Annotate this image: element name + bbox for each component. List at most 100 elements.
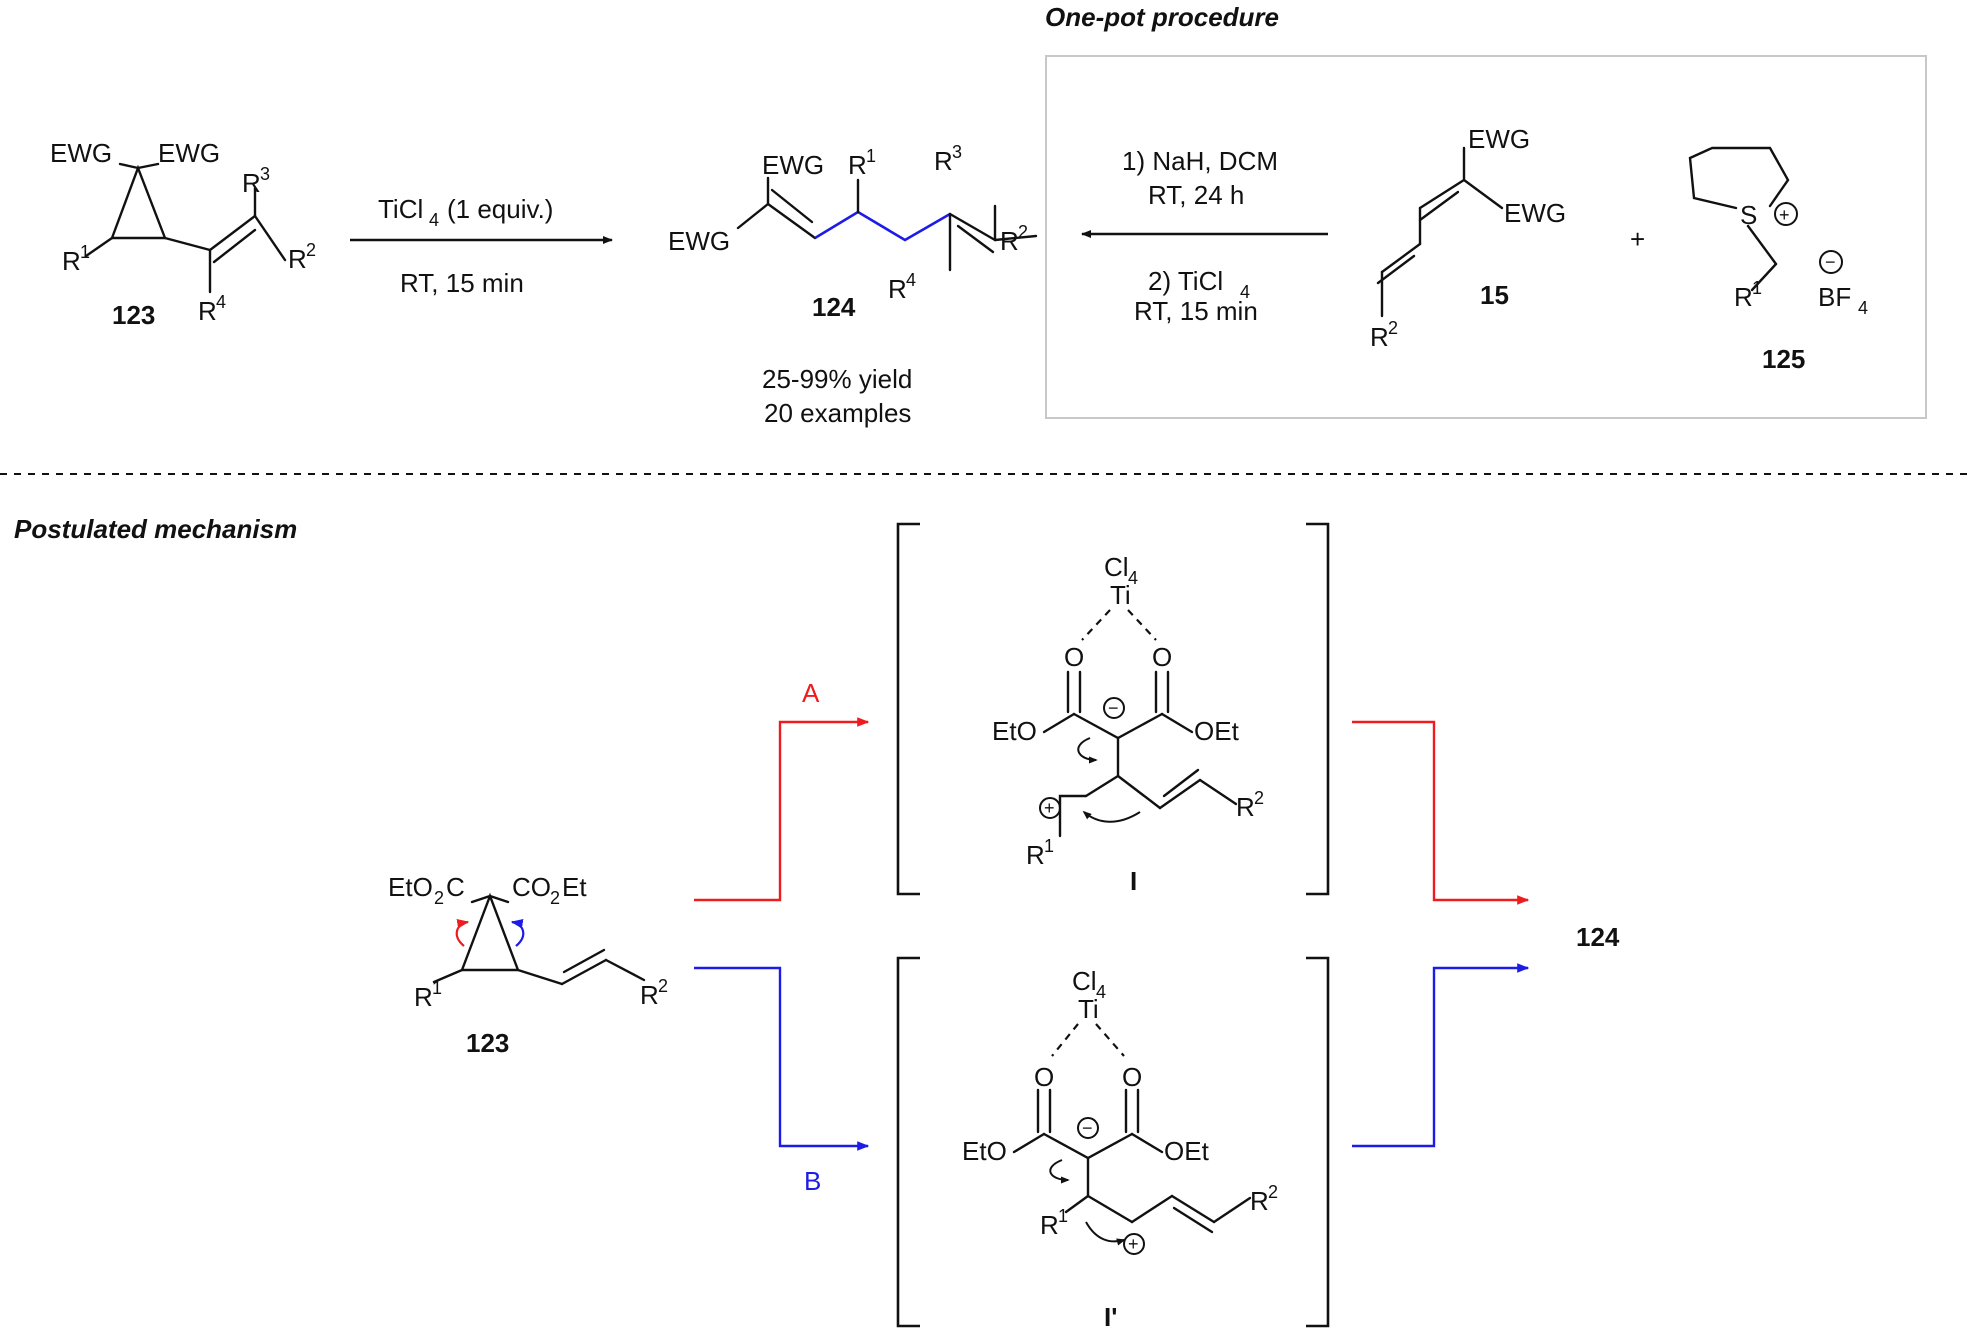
svg-text:1: 1 [1044,836,1054,856]
svg-text:EWG: EWG [762,150,824,180]
label-123-mechanism: 123 [466,1028,509,1058]
plus-sign: + [1630,224,1645,254]
svg-text:O: O [1152,642,1172,672]
svg-text:R: R [1000,226,1019,256]
svg-text:−: − [1082,1118,1093,1138]
svg-text:4: 4 [1240,282,1250,302]
svg-text:R: R [1734,282,1753,312]
svg-text:2: 2 [306,240,316,260]
path-b-in [694,966,870,1151]
svg-text:2: 2 [1268,1182,1278,1202]
svg-text:R: R [198,296,217,326]
svg-text:OEt: OEt [1164,1136,1210,1166]
svg-text:O: O [1122,1062,1142,1092]
path-b-label: B [804,1166,821,1196]
svg-text:1: 1 [866,146,876,166]
svg-text:4: 4 [216,292,226,312]
label-I: I [1130,866,1137,896]
path-a-out [1352,720,1530,905]
svg-text:3: 3 [260,164,270,184]
svg-text:RT, 24 h: RT, 24 h [1148,180,1244,210]
svg-text:2: 2 [1388,318,1398,338]
svg-text:4: 4 [429,210,439,230]
svg-text:EWG: EWG [668,226,730,256]
svg-text:+: + [1044,798,1055,818]
svg-text:OEt: OEt [1194,716,1240,746]
one-pot-frame [1045,55,1927,419]
svg-text:(1 equiv.): (1 equiv.) [447,194,553,224]
examples-text: 20 examples [764,398,911,428]
svg-text:RT, 15 min: RT, 15 min [1134,296,1258,326]
svg-text:+: + [1779,205,1790,225]
path-b-out [1352,963,1530,1148]
label-15: 15 [1480,280,1509,310]
svg-text:EtO: EtO [962,1136,1007,1166]
condition-ticl4: TiCl [378,194,423,224]
svg-text:Et: Et [562,872,587,902]
label-I-prime: I' [1104,1302,1117,1332]
svg-text:R: R [1250,1186,1269,1216]
svg-text:−: − [1108,698,1119,718]
svg-text:1: 1 [1058,1206,1068,1226]
svg-text:EWG: EWG [50,138,112,168]
label-125: 125 [1762,344,1805,374]
svg-text:R: R [62,246,81,276]
svg-text:EtO: EtO [388,872,433,902]
compound-123-top: EWG EWG R 3 R 2 R 1 R 4 123 [50,138,316,330]
svg-text:Ti: Ti [1078,994,1099,1024]
compound-124-top: EWG EWG R 1 R 3 R 2 R 4 124 [668,142,1038,322]
path-a-in [694,717,870,902]
svg-text:O: O [1034,1062,1054,1092]
svg-text:2: 2 [550,888,560,908]
svg-text:C: C [446,872,465,902]
compound-15: EWG EWG R 2 15 [1370,124,1566,352]
svg-text:S: S [1740,200,1757,230]
svg-text:R: R [242,168,261,198]
label-123-top: 123 [112,300,155,330]
svg-text:2: 2 [1254,788,1264,808]
svg-text:BF: BF [1818,282,1851,312]
svg-text:R: R [414,982,433,1012]
svg-text:2: 2 [434,888,444,908]
svg-text:R: R [848,150,867,180]
svg-text:1: 1 [1752,278,1762,298]
svg-text:R: R [640,980,659,1010]
svg-text:R: R [288,244,307,274]
svg-text:Cl: Cl [1072,966,1097,996]
svg-text:EWG: EWG [158,138,220,168]
path-a-label: A [802,678,820,708]
svg-text:EtO: EtO [992,716,1037,746]
compound-125: S + R 1 − BF 4 125 [1688,146,1868,374]
svg-text:R: R [1040,1210,1059,1240]
svg-text:R: R [1026,840,1045,870]
compound-123-mechanism: EtO 2 C CO 2 Et R 1 R 2 123 [388,872,668,1058]
one-pot-heading: One-pot procedure [1045,2,1279,32]
svg-text:EWG: EWG [1504,198,1566,228]
svg-text:1: 1 [432,978,442,998]
svg-text:4: 4 [1858,298,1868,318]
intermediate-I-prime: Cl 4 Ti O O EtO OEt − + R 1 R 2 I' [896,956,1330,1332]
svg-text:O: O [1064,642,1084,672]
svg-text:EWG: EWG [1468,124,1530,154]
svg-text:R: R [1236,792,1255,822]
svg-text:4: 4 [906,270,916,290]
svg-text:Ti: Ti [1110,580,1131,610]
svg-text:+: + [1128,1234,1139,1254]
svg-text:2: 2 [658,976,668,996]
svg-text:1) NaH, DCM: 1) NaH, DCM [1122,146,1278,176]
yield-text: 25-99% yield [762,364,912,394]
svg-text:R: R [1370,322,1389,352]
mechanism-heading: Postulated mechanism [14,514,297,544]
svg-text:3: 3 [952,142,962,162]
svg-text:2) TiCl: 2) TiCl [1148,266,1223,296]
svg-text:4: 4 [1128,568,1138,588]
svg-text:R: R [934,146,953,176]
svg-text:1: 1 [80,242,90,262]
svg-text:CO: CO [512,872,551,902]
label-124-product: 124 [1576,922,1620,952]
intermediate-I: Cl 4 Ti O O EtO OEt − + R 2 R 1 I [896,522,1330,896]
svg-text:R: R [888,274,907,304]
condition-rt-15min: RT, 15 min [400,268,524,298]
svg-text:2: 2 [1018,222,1028,242]
